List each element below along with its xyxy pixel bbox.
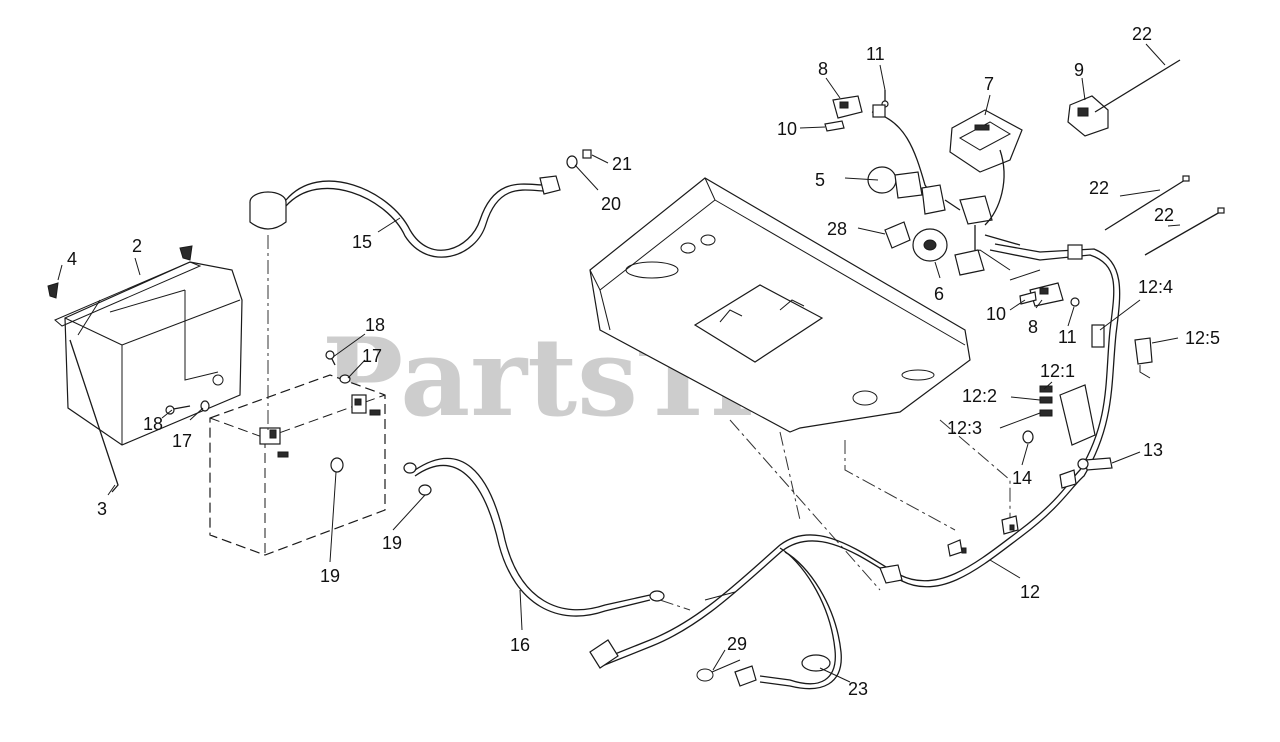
wire-harness [589, 243, 1121, 690]
positive-cable [249, 149, 592, 430]
callout-29: 29 [727, 634, 747, 654]
callout-22-middle: 22 [1089, 178, 1109, 198]
callout-4: 4 [67, 249, 77, 269]
callout-12: 12 [1020, 582, 1040, 602]
callout-8-right: 8 [1028, 317, 1038, 337]
callout-9: 9 [1074, 60, 1084, 80]
callout-12-2: 12:2 [962, 386, 997, 406]
callout-15: 15 [352, 232, 372, 252]
callout-14: 14 [1012, 468, 1032, 488]
callout-2: 2 [132, 236, 142, 256]
callout-13: 13 [1143, 440, 1163, 460]
callout-22-right: 22 [1154, 205, 1174, 225]
callout-21: 21 [612, 154, 632, 174]
callout-19-left: 19 [320, 566, 340, 586]
leader-lines [57, 43, 1181, 683]
callout-6: 6 [934, 284, 944, 304]
callout-labels: 2 3 4 5 6 7 8 8 9 10 10 11 11 12 12:1 12… [67, 24, 1220, 699]
callout-10-top: 10 [777, 119, 797, 139]
battery [209, 374, 386, 556]
callout-12-4: 12:4 [1138, 277, 1173, 297]
terminal-hardware [165, 350, 351, 415]
callout-3: 3 [97, 499, 107, 519]
callout-8-top: 8 [818, 59, 828, 79]
callout-10-right: 10 [986, 304, 1006, 324]
callout-12-5: 12:5 [1185, 328, 1220, 348]
callout-7: 7 [984, 74, 994, 94]
callout-18-left: 18 [143, 414, 163, 434]
battery-cover-assembly [47, 245, 243, 493]
negative-cable [403, 457, 691, 617]
callout-22-top: 22 [1132, 24, 1152, 44]
callout-12-3: 12:3 [947, 418, 982, 438]
callout-11-right: 11 [1058, 327, 1077, 347]
callout-17-top: 17 [362, 346, 382, 366]
callout-19-right: 19 [382, 533, 402, 553]
switch-components [696, 59, 1225, 682]
callout-28: 28 [827, 219, 847, 239]
callout-11-top: 11 [866, 44, 885, 64]
callout-5: 5 [815, 170, 825, 190]
callout-23: 23 [848, 679, 868, 699]
callout-18-top: 18 [365, 315, 385, 335]
callout-12-1: 12:1 [1040, 361, 1075, 381]
callout-17-left: 17 [172, 431, 192, 451]
mounting-panel [589, 177, 1011, 591]
callout-20: 20 [601, 194, 621, 214]
callout-16: 16 [510, 635, 530, 655]
